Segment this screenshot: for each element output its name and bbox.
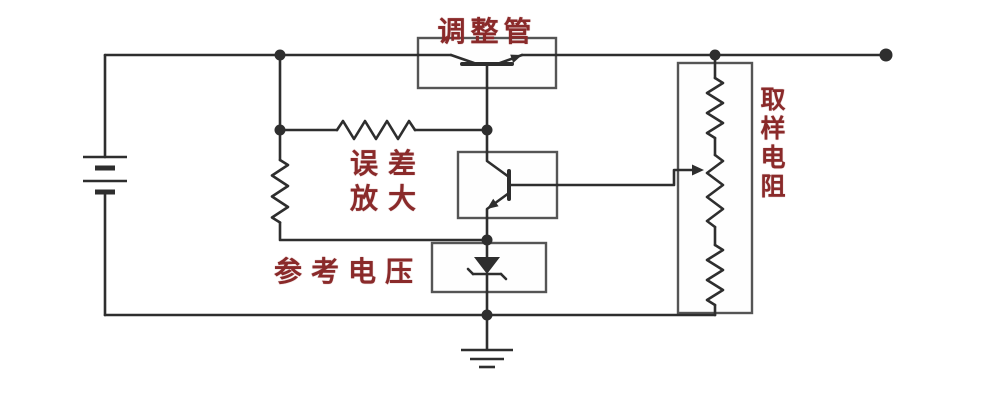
- junction-dot: [274, 124, 286, 136]
- wiper-arrow-icon: [692, 164, 704, 176]
- error-amplifier-label-line2: 放大: [350, 182, 427, 215]
- junction-dots: [274, 48, 893, 321]
- ground-icon: [461, 348, 513, 369]
- reference-voltage-label: 参考电压: [274, 255, 423, 288]
- junction-dot: [709, 49, 721, 61]
- sampling-resistor-middle: [705, 153, 725, 229]
- sampling-resistor-box: [676, 61, 754, 315]
- sampling-resistor-label: 取样电阻: [757, 86, 786, 202]
- left-branch-wire: [278, 53, 489, 242]
- feedback-wire: [555, 168, 701, 187]
- pass-transistor-label: 调整管: [437, 15, 537, 48]
- terminal-dot: [879, 48, 893, 62]
- junction-dot: [481, 309, 493, 321]
- sampling-resistor-chain: [705, 53, 725, 317]
- junction-dot: [274, 49, 286, 61]
- bias-resistor-vertical: [270, 158, 290, 224]
- error-amplifier-label: 误差 放大: [350, 146, 426, 216]
- error-amp-transistor-icon: [485, 150, 559, 220]
- base-resistor-horizontal: [278, 119, 489, 141]
- junction-dot: [481, 124, 493, 136]
- sampling-resistor-bottom: [705, 243, 725, 307]
- pass-transistor-icon: [416, 53, 558, 90]
- error-amplifier-label-line1: 误差: [350, 147, 427, 180]
- battery-icon: [83, 155, 127, 195]
- sampling-resistor-top: [705, 76, 725, 140]
- junction-dot: [481, 234, 493, 246]
